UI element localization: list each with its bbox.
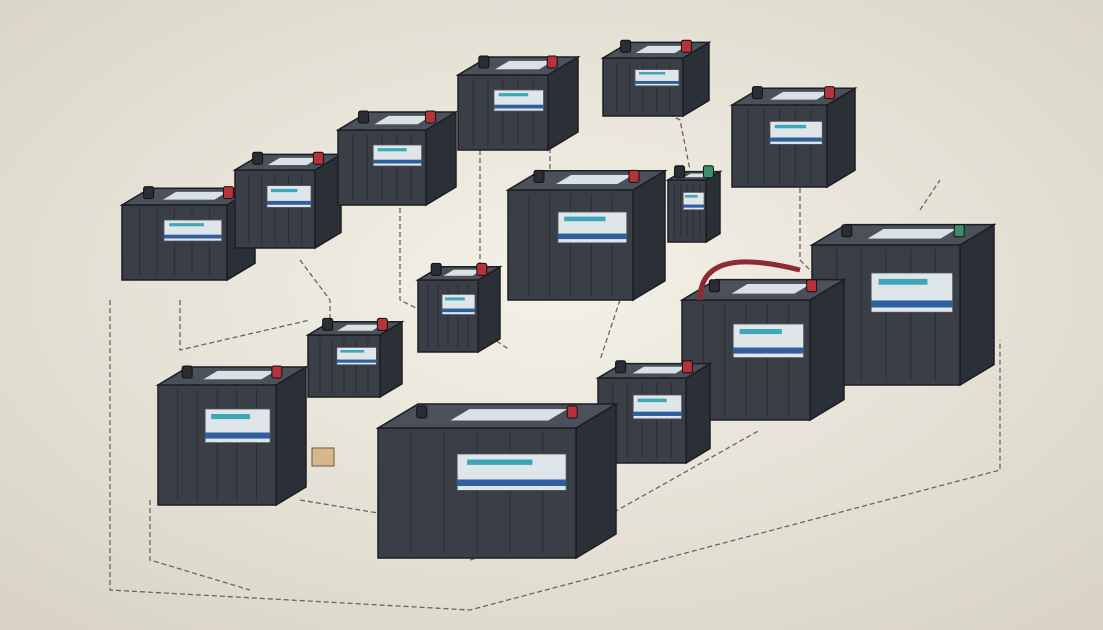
- connector-line: [399, 200, 421, 311]
- positive-terminal: [222, 186, 234, 200]
- connector-line: [919, 179, 941, 211]
- positive-terminal: [566, 405, 578, 419]
- battery: [665, 165, 723, 244]
- battery: [595, 360, 713, 465]
- positive-terminal: [424, 110, 436, 124]
- positive-terminal: [628, 169, 640, 183]
- positive-terminal: [546, 55, 558, 69]
- positive-terminal: [953, 224, 965, 238]
- negative-terminal: [751, 86, 763, 100]
- negative-terminal: [252, 151, 264, 165]
- negative-terminal: [620, 39, 632, 53]
- negative-terminal: [615, 360, 627, 374]
- battery: [232, 151, 344, 250]
- positive-terminal: [806, 279, 818, 293]
- connector-line: [149, 500, 251, 591]
- connector-line: [179, 300, 311, 351]
- positive-terminal: [702, 165, 714, 179]
- connector-line: [299, 499, 421, 521]
- battery: [729, 86, 858, 189]
- positive-terminal: [680, 39, 692, 53]
- positive-terminal: [824, 86, 836, 100]
- connector-line: [299, 259, 331, 320]
- battery: [600, 39, 712, 118]
- positive-terminal: [271, 365, 283, 379]
- battery: [505, 169, 668, 302]
- negative-terminal: [358, 110, 370, 124]
- cable: [697, 259, 801, 301]
- battery: [375, 402, 619, 560]
- battery: [415, 262, 503, 354]
- connector-line: [599, 299, 621, 361]
- negative-terminal: [322, 317, 334, 331]
- negative-terminal: [143, 186, 155, 200]
- batteries-group: [119, 39, 997, 560]
- small-box: [311, 447, 335, 467]
- battery: [155, 365, 309, 507]
- negative-terminal: [533, 169, 545, 183]
- connector-line: [639, 99, 691, 171]
- negative-terminal: [478, 55, 490, 69]
- positive-terminal: [476, 262, 488, 276]
- connector-line: [109, 300, 1001, 611]
- connector-lines: [109, 99, 1001, 611]
- positive-terminal: [312, 151, 324, 165]
- battery: [335, 110, 459, 207]
- negative-terminal: [841, 224, 853, 238]
- negative-terminal: [674, 165, 686, 179]
- negative-terminal: [181, 365, 193, 379]
- negative-terminal: [430, 262, 442, 276]
- negative-terminal: [708, 279, 720, 293]
- battery: [455, 55, 581, 152]
- positive-terminal: [681, 360, 693, 374]
- battery: [679, 278, 847, 422]
- positive-terminal: [376, 317, 388, 331]
- battery: [305, 317, 405, 399]
- negative-terminal: [416, 405, 428, 419]
